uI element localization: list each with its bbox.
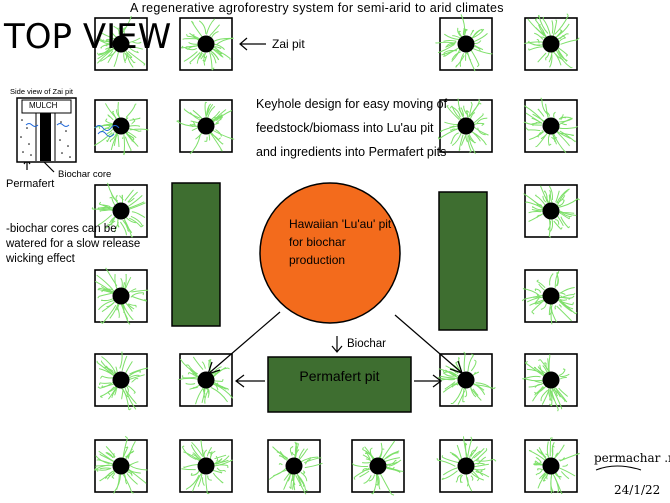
arrow-luau-to-right-pit	[394, 314, 463, 374]
plant-foliage	[523, 97, 578, 154]
zai-pit	[94, 351, 148, 411]
diagram-title: A regenerative agroforestry system for s…	[130, 1, 504, 15]
zai-pit	[267, 439, 323, 495]
keyhole-note: Keyhole design for easy moving of feedst…	[256, 97, 448, 159]
biochar-core	[112, 35, 130, 53]
zai-pit	[435, 14, 493, 72]
biochar-core-pointer-arrow	[43, 161, 55, 173]
zai-pit	[179, 439, 233, 495]
plant-foliage	[96, 351, 148, 411]
biochar-cores-note: -biochar cores can be watered for a slow…	[6, 223, 141, 265]
biochar-core	[197, 35, 215, 53]
biochar-core	[542, 202, 560, 220]
luau-pit	[259, 182, 401, 324]
date-label: 24/1/22	[614, 483, 661, 497]
permafert-pit	[267, 356, 412, 413]
biochar-core	[112, 287, 130, 305]
plant-foliage	[93, 101, 149, 156]
zai-pit	[524, 13, 580, 71]
biochar-core	[457, 457, 475, 475]
zai-pit	[179, 17, 234, 71]
zai-pit	[93, 99, 149, 156]
zai-pit	[94, 435, 148, 494]
biochar-core-label: Biochar core	[58, 169, 112, 180]
zai-pit	[521, 269, 578, 325]
biochar-core	[542, 35, 560, 53]
water-squiggle	[94, 125, 120, 137]
arrow-permafert-to-left	[235, 374, 265, 388]
zai-pit	[524, 437, 580, 495]
plant-foliage	[435, 14, 493, 72]
zai-pit	[178, 353, 234, 407]
plant-foliage	[181, 440, 233, 495]
biochar-core	[112, 457, 130, 475]
watermark-flourish	[595, 465, 642, 471]
biochar-core	[197, 457, 215, 475]
biochar-core	[542, 287, 560, 305]
zai-side-view	[16, 97, 77, 163]
biochar-down-arrow	[331, 336, 343, 353]
biochar-core	[112, 202, 130, 220]
arrow-permafert-to-right	[414, 374, 442, 388]
green-bed-left	[171, 182, 221, 327]
biochar-core	[112, 371, 130, 389]
top-view-label: TOP VIEW	[4, 17, 172, 57]
zai-pit	[523, 97, 578, 154]
side-view-caption: Side view of Zai pit	[10, 87, 73, 96]
mulch-label: MULCH	[29, 101, 58, 110]
zai-pit	[91, 182, 148, 238]
biochar-core	[112, 117, 130, 135]
zai-pit	[522, 353, 578, 412]
arrow-head-left-pit	[207, 361, 221, 375]
luau-pit-label: Hawaiian 'Lu'au' pit for biochar product…	[289, 217, 392, 267]
permafert-side-label: Permafert	[6, 178, 55, 190]
biochar-core	[197, 117, 215, 135]
zai-pit	[176, 99, 235, 155]
zai-pit	[351, 439, 405, 496]
biochar-core	[197, 371, 215, 389]
biochar-core	[369, 457, 387, 475]
biochar-core	[457, 35, 475, 53]
zai-pit	[438, 98, 493, 154]
zai-pit	[437, 351, 496, 407]
permafert-pit-label: Permafert pit	[299, 368, 380, 384]
biochar-core	[285, 457, 303, 475]
green-bed-right	[438, 191, 488, 331]
watermark: permachar .net	[594, 451, 670, 465]
arrow-head-right-pit	[449, 360, 463, 374]
zai-pit	[523, 184, 580, 238]
biochar-arrow-label: Biochar	[347, 338, 386, 350]
biochar-core	[457, 117, 475, 135]
zai-pits-group	[91, 13, 580, 496]
arrow-luau-to-left-pit	[207, 311, 281, 375]
biochar-core	[542, 117, 560, 135]
biochar-core	[542, 457, 560, 475]
biochar-core	[457, 371, 475, 389]
zai-pit-label: Zai pit	[272, 37, 305, 51]
zai-pit	[94, 15, 148, 71]
zai-pit-pointer-arrow	[239, 37, 266, 51]
plant-foliage	[524, 13, 580, 69]
plant-foliage	[178, 356, 234, 405]
zai-pit	[94, 267, 149, 325]
zai-pit	[436, 436, 497, 493]
biochar-core	[542, 371, 560, 389]
